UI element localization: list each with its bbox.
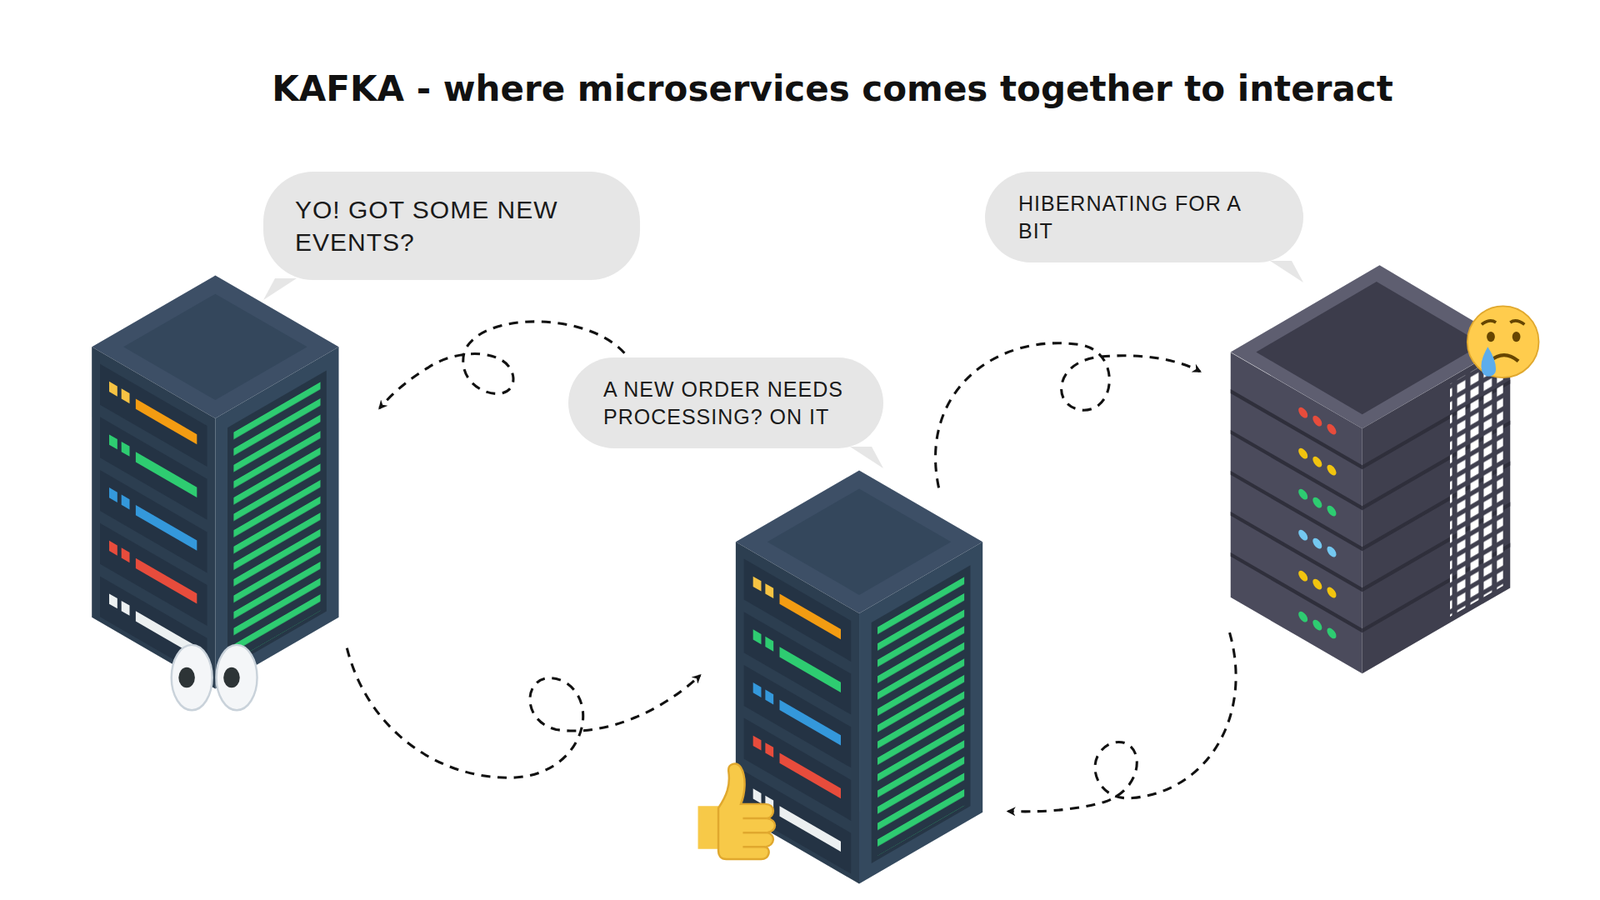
drawing-part	[1312, 576, 1322, 591]
eyes-emoji	[171, 645, 258, 710]
drawing-part	[1298, 446, 1308, 461]
drawing-part	[1312, 454, 1322, 469]
drawing-part	[1230, 470, 1363, 551]
drawing-part	[1326, 421, 1336, 436]
drawing-part	[1230, 352, 1363, 674]
sad-emoji	[1467, 305, 1540, 378]
drawing-part	[1512, 331, 1521, 342]
drawing-part	[1298, 609, 1308, 624]
speech-bubble: HIBERNATING FOR A BIT	[985, 171, 1304, 263]
drawing-part	[1230, 352, 1363, 674]
bubble-text: HIBERNATING FOR A BIT	[1018, 190, 1254, 245]
drawing-part	[698, 805, 719, 849]
drawing-part	[1298, 487, 1308, 502]
server-stack	[1230, 265, 1511, 674]
drawing-part	[1326, 544, 1336, 559]
drawing-part	[935, 343, 1200, 489]
server-rack	[91, 275, 339, 690]
bubble-text: YO! GOT SOME NEW EVENTS?	[295, 193, 604, 259]
bubble-text: A NEW ORDER NEEDS PROCESSING? ON IT	[603, 375, 854, 430]
drawing-part	[91, 275, 339, 690]
drawing-part	[1230, 430, 1363, 510]
drawing-part	[178, 667, 195, 688]
drawing-part	[1326, 625, 1336, 640]
drawing-part	[1312, 535, 1322, 550]
drawing-part	[1008, 632, 1236, 812]
drawing-part	[1312, 495, 1322, 510]
diagram-title: KAFKA - where microservices comes togeth…	[271, 68, 1393, 110]
drawing-part	[1480, 346, 1496, 377]
drawing-part	[1486, 331, 1495, 342]
drawing-part	[1362, 343, 1511, 675]
drawing-part	[1298, 568, 1308, 583]
drawing-part	[1326, 462, 1336, 477]
bubble-tail-shape	[263, 278, 297, 300]
drawing-part	[1481, 320, 1525, 325]
drawing-part	[1362, 343, 1511, 675]
drawing-part	[171, 645, 213, 710]
speech-bubble: A NEW ORDER NEEDS PROCESSING? ON IT	[568, 357, 884, 449]
drawing-part	[223, 667, 240, 688]
drawing-part	[1298, 405, 1308, 420]
drawing-part	[1298, 527, 1308, 542]
bubble-tail-shape	[1270, 260, 1304, 283]
bubble-tail	[850, 446, 884, 469]
drawing-part	[718, 764, 775, 860]
dashed-arrows	[346, 321, 1236, 812]
drawing-part	[1467, 305, 1540, 378]
bubble-tail	[1270, 260, 1304, 283]
drawing-part	[1312, 617, 1322, 632]
drawing-part	[1230, 511, 1363, 592]
drawing-part	[1312, 413, 1322, 428]
thumbs-up-emoji	[698, 764, 775, 860]
drawing-part	[1326, 503, 1336, 518]
bubble-tail-shape	[850, 446, 884, 469]
speech-bubble: YO! GOT SOME NEW EVENTS?	[263, 171, 640, 280]
drawing-part	[1230, 552, 1363, 633]
drawing-part	[1450, 353, 1504, 617]
drawing-part	[216, 645, 258, 710]
bubble-tail	[263, 278, 297, 300]
drawing-part	[1230, 389, 1363, 470]
drawing-part	[346, 648, 700, 779]
drawing-part	[742, 818, 767, 847]
drawing-part	[1326, 585, 1336, 600]
